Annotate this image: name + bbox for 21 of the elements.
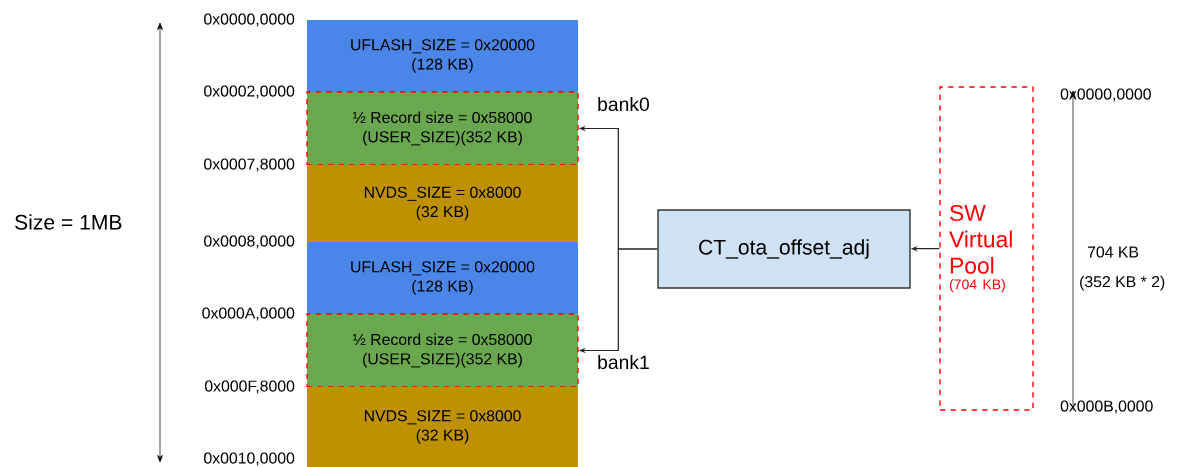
address-label: 0x000F,8000 [204,380,295,394]
process-box: CT_ota_offset_adj [657,209,911,289]
memory-block: UFLASH_SIZE = 0x20000 (128 KB) [307,242,578,314]
address-label: 0x0002,0000 [204,85,295,99]
memory-block: NVDS_SIZE = 0x8000 (32 KB) [307,387,578,467]
axis-label: Size = 1MB [15,214,122,230]
address-label: 0x0000,0000 [204,13,295,27]
address-label: 0x0007,8000 [204,158,295,172]
memory-block: NVDS_SIZE = 0x8000 (32 KB) [307,165,578,242]
address-label: 0x0000,0000 [1060,88,1151,102]
memory-block: UFLASH_SIZE = 0x20000 (128 KB) [307,20,578,92]
edge-label: bank1 [598,354,649,370]
memory-block: ½ Record size = 0x58000 (USER_SIZE)(352 KB) [306,91,579,166]
size-label: (352 KB * 2) [1080,275,1165,291]
address-label: 0x000B,0000 [1060,400,1153,414]
address-label: 0x000A,0000 [202,307,295,321]
size-label: 704 KB [1087,246,1139,258]
memory-block: ½ Record size = 0x58000 (USER_SIZE)(352 KB) [306,313,579,388]
pool-box: SW Virtual Pool (704 KB) [939,86,1034,411]
edge-label: bank0 [598,96,649,112]
address-label: 0x0008,0000 [204,235,295,249]
